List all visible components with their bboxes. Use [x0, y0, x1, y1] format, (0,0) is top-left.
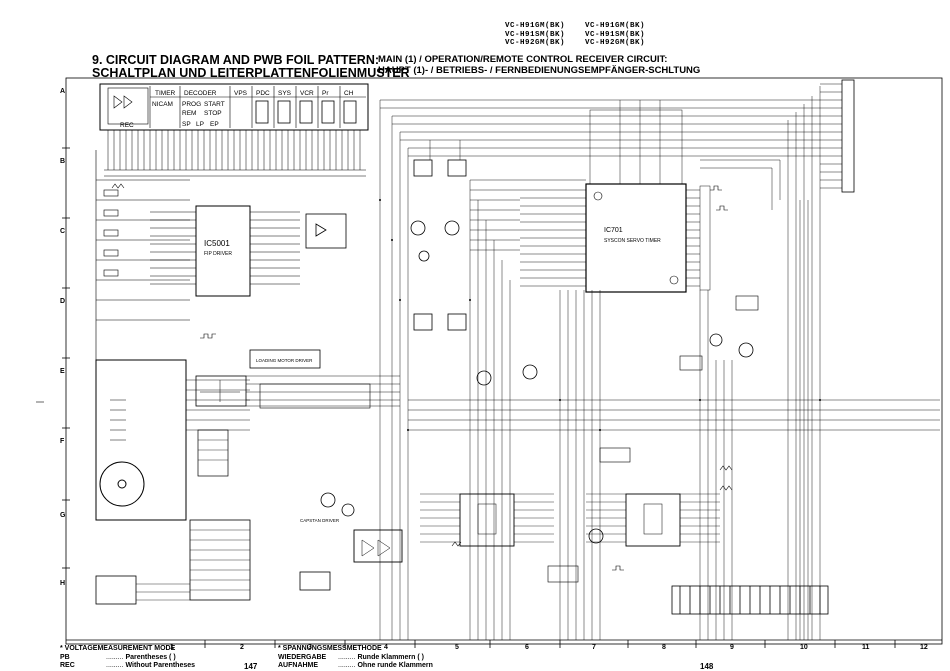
ic-label: IC5001: [204, 239, 230, 248]
connector-wiring: [379, 83, 940, 640]
model-entry: VC-H91GM(BK): [585, 22, 646, 30]
remote-receiver-ic: [305, 213, 347, 249]
ic-label: IC701: [604, 227, 623, 234]
model-entry: VC-H92GM(BK): [585, 39, 646, 47]
col-label: 12: [920, 644, 928, 651]
legend-key: REC: [60, 662, 75, 669]
display-label: PROG: [182, 101, 201, 108]
junction-dots: [379, 199, 821, 431]
model-list: VC-H91GM(BK) VC-H91GM(BK) VC-H91SM(BK) V…: [505, 22, 665, 48]
page-title-de: SCHALTPLAN UND LEITERPLATTENFOLIENMUSTER: [92, 66, 410, 80]
legend-value: Ohne runde Klammern: [357, 662, 433, 669]
legend-title: * VOLTAGEMEASUREMENT MODE: [60, 645, 176, 652]
display-label: PDC: [256, 90, 270, 97]
seven-seg-digits: [255, 100, 357, 124]
capstan-driver-ic: [353, 529, 403, 563]
ic701-syscon: [520, 109, 711, 293]
display-label: LP: [196, 121, 204, 128]
display-label: DECODER: [184, 90, 217, 97]
legend-key: PB: [60, 653, 70, 661]
col-label: 11: [862, 644, 870, 651]
key-switch-matrix: [95, 150, 190, 500]
loading-motor-driver: [195, 349, 400, 409]
diagram-frame: [65, 77, 943, 645]
voltage-mode-legend-en: * VOLTAGEMEASUREMENT MODE PB......... Pa…: [60, 645, 196, 669]
display-label: REC: [120, 122, 134, 129]
legend-key: WIEDERGABE: [278, 653, 327, 661]
row-label: B: [60, 158, 66, 165]
col-label: 5: [455, 644, 459, 651]
display-label: REM: [182, 110, 196, 117]
model-entry: VC-H91SM(BK): [585, 30, 646, 39]
ic-label: FIP DRIVER: [204, 251, 232, 257]
display-label: Pr: [322, 90, 329, 97]
row-label: A: [60, 88, 66, 95]
legend-value: Without Parentheses: [125, 662, 196, 669]
legend-value: Parentheses ( ): [125, 653, 176, 661]
ic-label: LOADING MOTOR DRIVER: [256, 358, 313, 363]
display-label: STOP: [204, 110, 222, 117]
ic-label: CAPSTAN DRIVER: [300, 518, 340, 523]
col-label: 10: [800, 644, 808, 651]
right-connector: [841, 79, 855, 193]
model-entry: VC-H91SM(BK): [505, 30, 566, 39]
row-label: F: [60, 438, 65, 445]
photo-interrupters: [320, 159, 754, 544]
page-title-en: 9. CIRCUIT DIAGRAM AND PWB FOIL PATTERN:: [92, 53, 380, 67]
row-label: G: [60, 512, 66, 519]
col-label: 6: [525, 644, 529, 651]
page-number-right: 148: [700, 662, 714, 671]
col-label: 3: [308, 644, 312, 651]
col-label: 7: [592, 644, 596, 651]
legend-title: * SPANNUNGSMESSMETHODE: [278, 645, 382, 652]
model-entry: VC-H91GM(BK): [505, 22, 566, 30]
col-label: 4: [384, 644, 388, 651]
circuit-title: MAIN (1) / OPERATION/REMOTE CONTROL RECE…: [378, 54, 700, 76]
row-label: E: [60, 368, 65, 375]
display-pin-bus: [104, 130, 366, 177]
row-label: D: [60, 298, 66, 305]
col-label: 8: [662, 644, 666, 651]
bottom-right-connector: [671, 585, 829, 615]
page-number-left: 147: [244, 662, 258, 671]
display-label: SYS: [278, 90, 292, 97]
ic5001-fip-driver: [150, 205, 300, 297]
circuit-title-en: MAIN (1) / OPERATION/REMOTE CONTROL RECE…: [378, 54, 668, 65]
legend-key: AUFNAHME: [278, 662, 319, 669]
legend-value: Runde Klammern ( ): [357, 653, 424, 661]
model-entry: VC-H92GM(BK): [505, 39, 566, 47]
voltage-mode-legend-de: * SPANNUNGSMESSMETHODE WIEDERGABE.......…: [278, 645, 433, 669]
col-label: 1: [170, 644, 174, 651]
waveform-markers: [111, 183, 733, 571]
capstan-motor-block: [95, 359, 250, 521]
col-label: 2: [240, 644, 244, 651]
row-label: C: [60, 228, 66, 235]
display-label: TIMER: [155, 90, 176, 97]
lower-ics: [420, 295, 759, 583]
page-title: 9. CIRCUIT DIAGRAM AND PWB FOIL PATTERN:…: [92, 54, 410, 80]
col-label: 9: [730, 644, 734, 651]
display-label: VCR: [300, 90, 314, 97]
bottom-left-components: [95, 519, 331, 605]
display-label: CH: [344, 90, 354, 97]
ic-label: SYSCON SERVO TIMER: [604, 238, 661, 244]
circuit-title-de: HAUPT (1)- / BETRIEBS- / FERNBEDIENUNGSE…: [378, 65, 701, 76]
display-label: NICAM: [152, 101, 173, 108]
display-label: SP: [182, 121, 191, 128]
display-label: EP: [210, 121, 219, 128]
display-label: VPS: [234, 90, 248, 97]
display-label: START: [204, 101, 225, 108]
row-label: H: [60, 580, 66, 587]
